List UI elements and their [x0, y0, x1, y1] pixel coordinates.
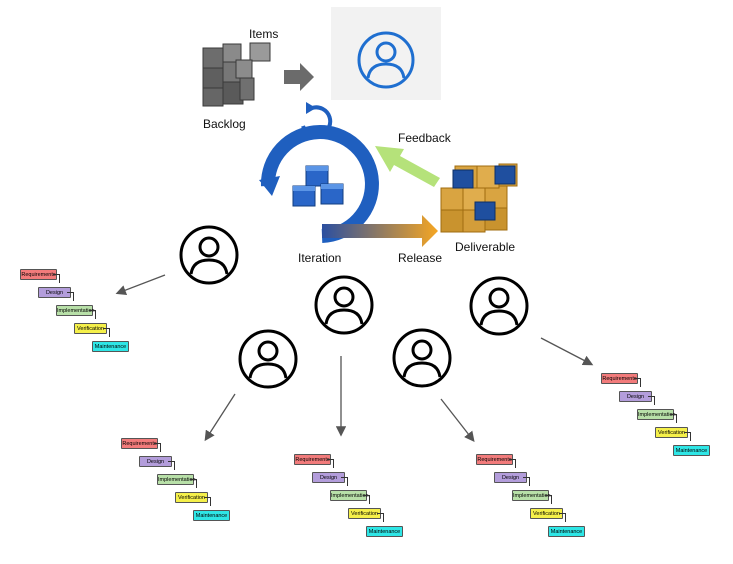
- waterfall-connector: [168, 461, 175, 470]
- feedback-arrow-icon: [375, 146, 440, 187]
- waterfall-connector: [545, 495, 552, 504]
- waterfall-connector: [684, 432, 691, 441]
- member-arrow-2: [204, 393, 236, 442]
- waterfall-step-requirements: Requirements: [294, 454, 331, 465]
- team-member-icon-2: [314, 275, 374, 335]
- waterfall-connector: [509, 459, 516, 468]
- waterfall-connector: [190, 479, 197, 488]
- waterfall-step-requirements: Requirements: [476, 454, 513, 465]
- waterfall-step-implementation: Implementation: [330, 490, 369, 501]
- iteration-cycle-icon: [259, 125, 379, 243]
- waterfall-connector: [103, 328, 110, 337]
- waterfall-step-maintenance: Maintenance: [366, 526, 403, 537]
- waterfall-connector: [53, 274, 60, 283]
- release-label: Release: [398, 251, 443, 265]
- backlog-cubes-icon: [202, 42, 271, 107]
- feedback-label: Feedback: [398, 131, 451, 145]
- waterfall-step-maintenance: Maintenance: [548, 526, 585, 537]
- waterfall-step-requirements: Requirements: [121, 438, 158, 449]
- waterfall-connector: [154, 443, 161, 452]
- waterfall-connector: [363, 495, 370, 504]
- items-label: Items: [249, 27, 279, 41]
- member-arrow-5: [540, 337, 594, 366]
- waterfall-step-requirements: Requirements: [20, 269, 57, 280]
- team-member-icon-3: [469, 276, 529, 336]
- waterfall-step-implementation: Implementation: [637, 409, 676, 420]
- team-member-icon-4: [238, 329, 298, 389]
- waterfall-connector: [670, 414, 677, 423]
- deliverable-label: Deliverable: [455, 240, 516, 254]
- waterfall-step-implementation: Implementation: [157, 474, 196, 485]
- waterfall-connector: [341, 477, 348, 486]
- waterfall-connector: [523, 477, 530, 486]
- waterfall-connector: [204, 497, 211, 506]
- waterfall-step-implementation: Implementation: [56, 305, 95, 316]
- waterfall-connector: [648, 396, 655, 405]
- deliverable-cubes-icon: [440, 163, 518, 233]
- waterfall-connector: [559, 513, 566, 522]
- product-owner-box: [331, 7, 441, 100]
- product-owner-icon: [357, 31, 415, 89]
- items-arrow-icon: [284, 63, 314, 91]
- waterfall-step-requirements: Requirements: [601, 373, 638, 384]
- member-arrow-1: [115, 274, 166, 296]
- waterfall-step-maintenance: Maintenance: [92, 341, 129, 352]
- waterfall-step-maintenance: Maintenance: [193, 510, 230, 521]
- waterfall-step-maintenance: Maintenance: [673, 445, 710, 456]
- team-member-icon-5: [392, 328, 452, 388]
- waterfall-connector: [327, 459, 334, 468]
- release-arrow-icon: [322, 215, 438, 247]
- waterfall-connector: [377, 513, 384, 522]
- waterfall-connector: [634, 378, 641, 387]
- backlog-label: Backlog: [203, 117, 246, 131]
- waterfall-step-implementation: Implementation: [512, 490, 551, 501]
- team-member-icon-1: [179, 225, 239, 285]
- waterfall-connector: [89, 310, 96, 319]
- iteration-label: Iteration: [298, 251, 342, 265]
- member-arrow-4: [440, 398, 475, 443]
- waterfall-connector: [67, 292, 74, 301]
